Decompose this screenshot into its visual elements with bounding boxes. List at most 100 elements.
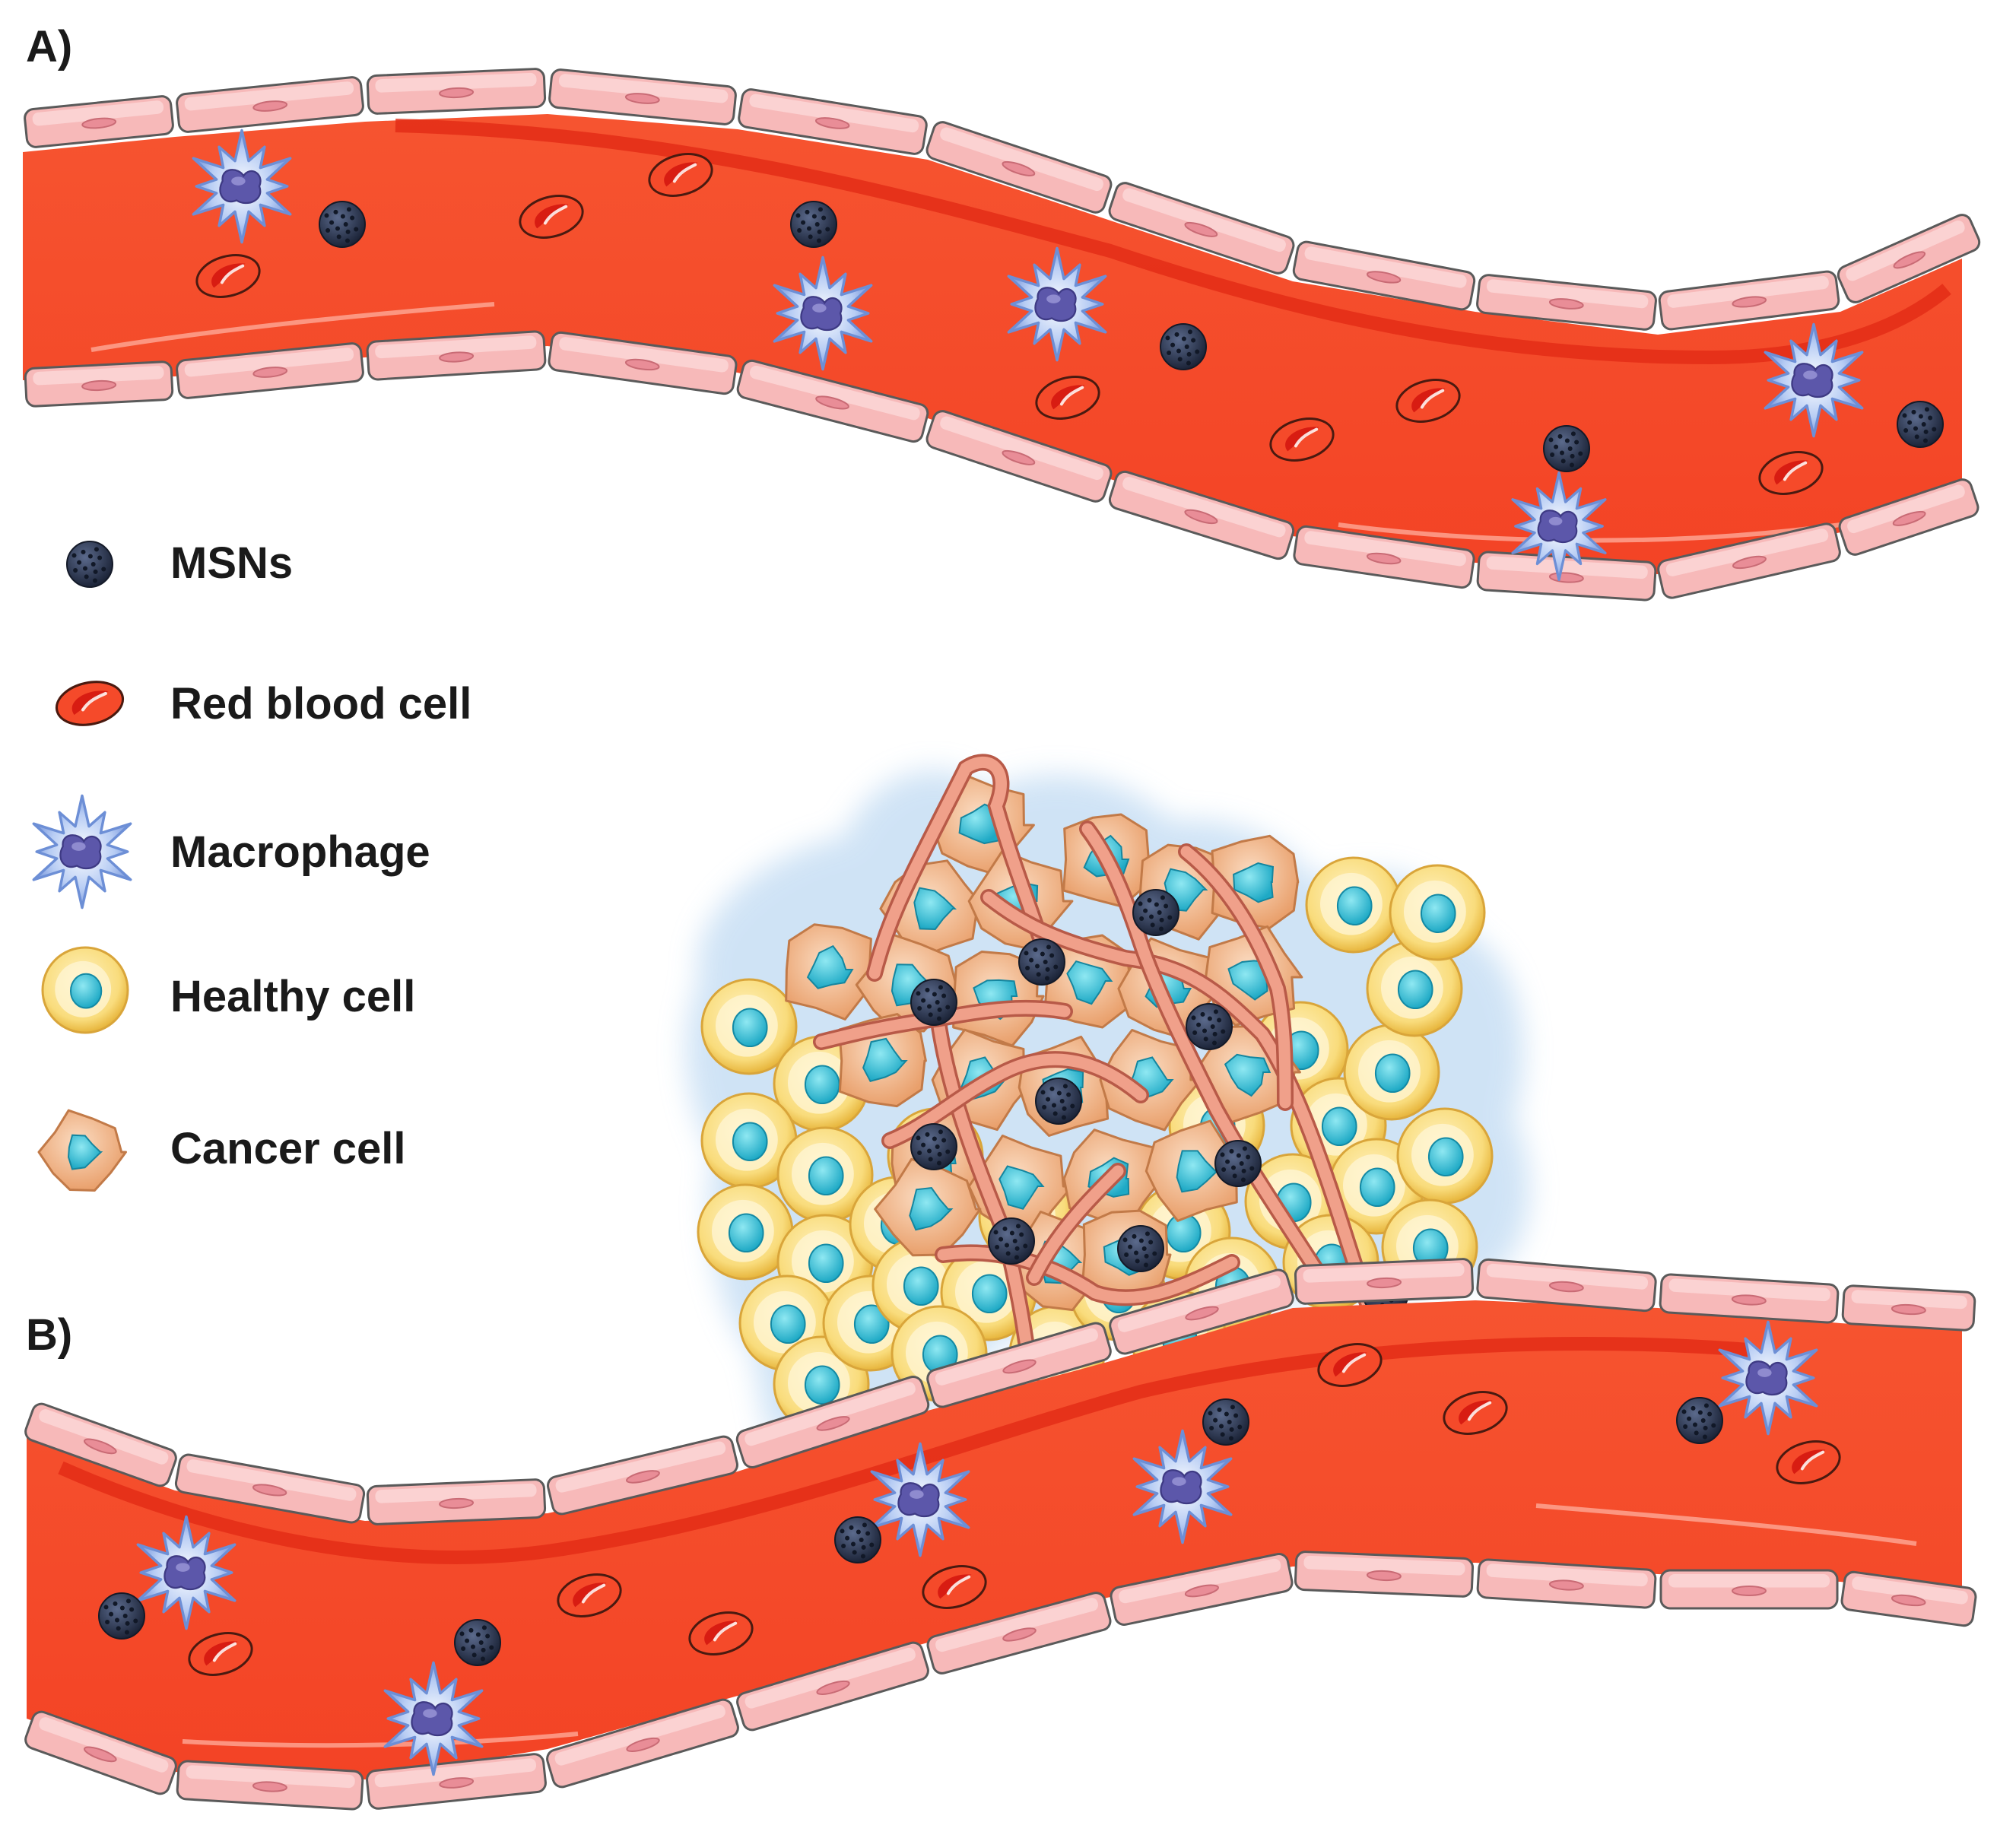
red-blood-cell-icon <box>1758 451 1824 495</box>
tumor-vessel-lumen <box>868 756 1048 979</box>
endothelial-cell <box>1841 1284 1976 1332</box>
endothelial-cell <box>1108 470 1295 560</box>
macrophage-icon <box>192 129 292 244</box>
msn-icon <box>98 1592 145 1640</box>
msn-icon <box>790 201 837 248</box>
tumor-vessel-lumen <box>983 891 1375 1314</box>
vessel-b-bottom-wall <box>24 1551 1977 1811</box>
vessel-a-lumen <box>23 114 1962 574</box>
endothelial-cell <box>366 1478 547 1525</box>
legend-label-red-blood-cell: Red blood cell <box>170 678 472 729</box>
endothelial-cell <box>1292 240 1476 311</box>
macrophage-icon <box>1007 246 1107 362</box>
endothelial-cell <box>735 1375 930 1469</box>
legend-item-macrophage: Macrophage <box>170 810 430 894</box>
panel-b-label: B) <box>26 1310 73 1360</box>
msn-icon <box>66 541 113 588</box>
endothelial-cell <box>1659 1569 1839 1610</box>
endothelial-cell <box>1476 551 1657 602</box>
red-blood-cell-icon <box>1035 376 1100 420</box>
cancer-cell-icon <box>785 923 878 1021</box>
vessel-b-highlight-2 <box>1535 1503 1917 1546</box>
healthy-cell-icon <box>700 978 798 1075</box>
healthy-cell-icon <box>1396 1107 1494 1205</box>
endothelial-cell <box>1838 478 1979 556</box>
endothelial-cell <box>366 330 547 381</box>
endothelial-cell <box>926 1592 1112 1675</box>
legend-label-cancer-cell: Cancer cell <box>170 1123 406 1173</box>
endothelial-cell <box>1476 274 1657 331</box>
endothelial-cell <box>1476 1558 1657 1609</box>
endothelial-cell <box>736 1641 929 1732</box>
healthy-cell-icon <box>41 946 129 1034</box>
legend-item-msns: MSNs <box>170 521 293 605</box>
msn-icon <box>1543 425 1590 472</box>
red-blood-cell-icon <box>188 1632 253 1676</box>
vessel-a-bottom-wall <box>24 330 1979 602</box>
healthy-cell-icon <box>1343 1024 1440 1121</box>
red-blood-cell-icon <box>1776 1440 1841 1484</box>
endothelial-cell <box>548 68 737 125</box>
healthy-cell-icon <box>1389 864 1486 961</box>
endothelial-cell <box>1840 1570 1977 1627</box>
macrophage-icon <box>136 1515 237 1630</box>
macrophage-icon <box>1764 322 1864 438</box>
msn-icon <box>454 1619 501 1666</box>
msn-icon <box>1132 889 1179 936</box>
macrophage-icon <box>383 1661 484 1776</box>
red-blood-cell-icon <box>1269 417 1335 462</box>
endothelial-cell <box>1837 214 1981 303</box>
red-blood-cell-icon <box>1317 1343 1383 1387</box>
macrophage-icon <box>1132 1429 1233 1544</box>
endothelial-cell <box>1294 1258 1475 1305</box>
healthy-cell-icon <box>697 1183 794 1281</box>
macrophage-icon <box>1718 1320 1818 1436</box>
endothelial-cell <box>1294 1551 1475 1598</box>
legend-icons <box>32 541 132 1192</box>
endothelial-cell <box>926 1322 1112 1408</box>
msn-icon <box>1214 1140 1262 1187</box>
legend-item-cancer-cell: Cancer cell <box>170 1106 406 1190</box>
msn-icon <box>1897 401 1944 448</box>
msn-icon <box>1035 1078 1082 1125</box>
endothelial-cell <box>1658 270 1840 331</box>
tumor-vessel-lumen <box>1180 846 1291 1109</box>
endothelial-cell <box>1659 1273 1840 1324</box>
red-blood-cell-icon <box>519 195 584 239</box>
msn-icon <box>1160 323 1207 370</box>
endothelial-cell <box>546 1698 739 1789</box>
healthy-cell-icon <box>1366 940 1463 1037</box>
endothelial-cell <box>176 1760 364 1811</box>
endothelial-cell <box>925 121 1113 214</box>
red-blood-cell-icon <box>1395 379 1461 423</box>
red-blood-cell-icon <box>1443 1391 1508 1435</box>
macrophage-icon <box>32 794 132 909</box>
msn-icon <box>910 1123 957 1170</box>
macrophage-icon <box>773 256 873 371</box>
tumor-vessel-lumen <box>1081 823 1337 1299</box>
legend-item-red-blood-cell: Red blood cell <box>170 662 471 745</box>
msn-icon <box>1186 1003 1233 1050</box>
msn-icon <box>1018 938 1065 986</box>
vessel-a-contents <box>192 129 1944 582</box>
panel-a-label: A) <box>26 22 73 71</box>
healthy-cell-icon <box>700 1092 798 1189</box>
endothelial-cell <box>24 360 174 408</box>
vessel-b-top-wall <box>24 1258 1976 1525</box>
endothelial-cell <box>547 1435 738 1516</box>
endothelial-cell <box>548 331 738 395</box>
vessel-a-highlight <box>90 302 495 352</box>
msn-icon <box>1676 1397 1723 1444</box>
cancer-cell-icon <box>37 1109 127 1192</box>
msn-icon <box>834 1516 881 1563</box>
blood-vessel-a <box>23 68 1981 602</box>
vessel-a-top-wall <box>24 68 1981 331</box>
endothelial-cell <box>1657 522 1841 599</box>
tumor-vessel-lumen <box>884 1053 1147 1147</box>
endothelial-cell <box>925 410 1113 503</box>
macrophage-icon <box>1511 471 1607 582</box>
endothelial-cell <box>366 68 547 115</box>
endothelial-cell <box>1110 1553 1294 1626</box>
endothelial-cell <box>1293 525 1475 589</box>
